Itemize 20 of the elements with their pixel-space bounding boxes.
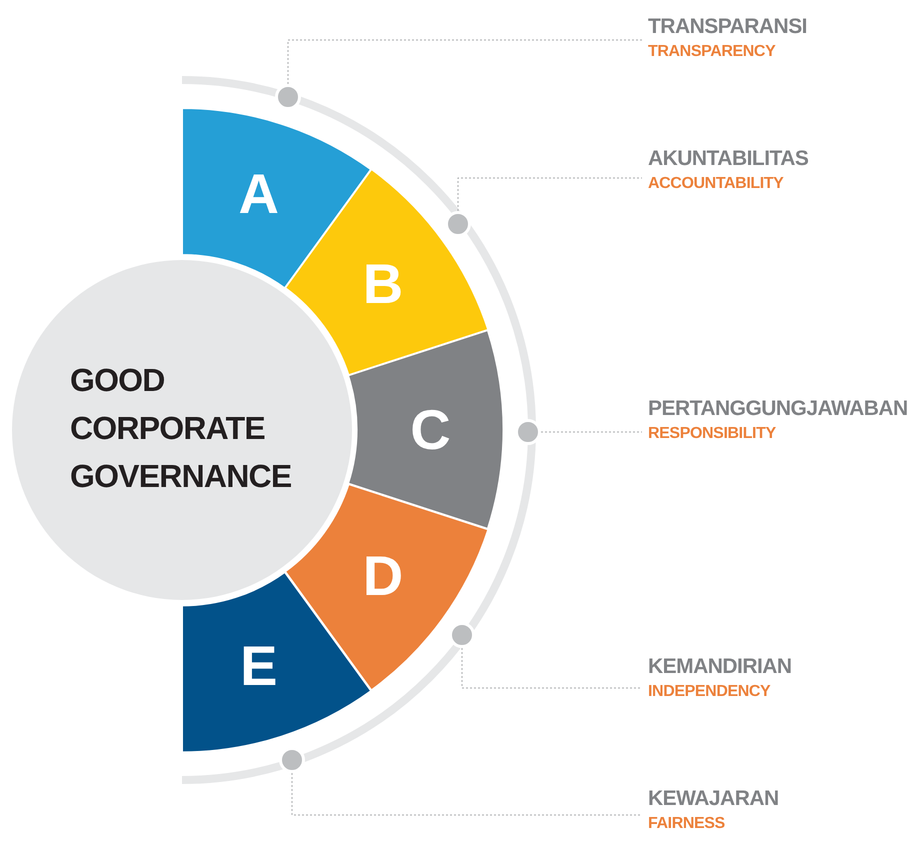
leader-line: [292, 772, 642, 816]
leader-line: [462, 648, 642, 688]
center-title: GOOD CORPORATE GOVERNANCE: [70, 361, 292, 496]
principle-title: KEWAJARAN: [648, 786, 779, 812]
principle-translation: RESPONSIBILITY: [648, 424, 777, 444]
principle-translation: FAIRNESS: [648, 814, 726, 834]
segment-letter: B: [362, 256, 404, 312]
principle-translation: INDEPENDENCY: [648, 682, 772, 702]
segment-letter: A: [238, 166, 279, 222]
principle-translation: ACCOUNTABILITY: [648, 174, 784, 194]
principle-title: PERTANGGUNGJAWABAN: [648, 396, 908, 422]
segment-letter: C: [410, 402, 451, 458]
segment-letter: E: [240, 638, 278, 694]
leader-line: [458, 178, 642, 212]
principle-title: AKUNTABILITAS: [648, 146, 808, 172]
principle-title: TRANSPARANSI: [648, 14, 807, 40]
leader-line: [288, 40, 642, 84]
segment-letter: D: [362, 548, 404, 604]
principle-title: KEMANDIRIAN: [648, 654, 792, 680]
principle-translation: TRANSPARENCY: [648, 42, 776, 62]
